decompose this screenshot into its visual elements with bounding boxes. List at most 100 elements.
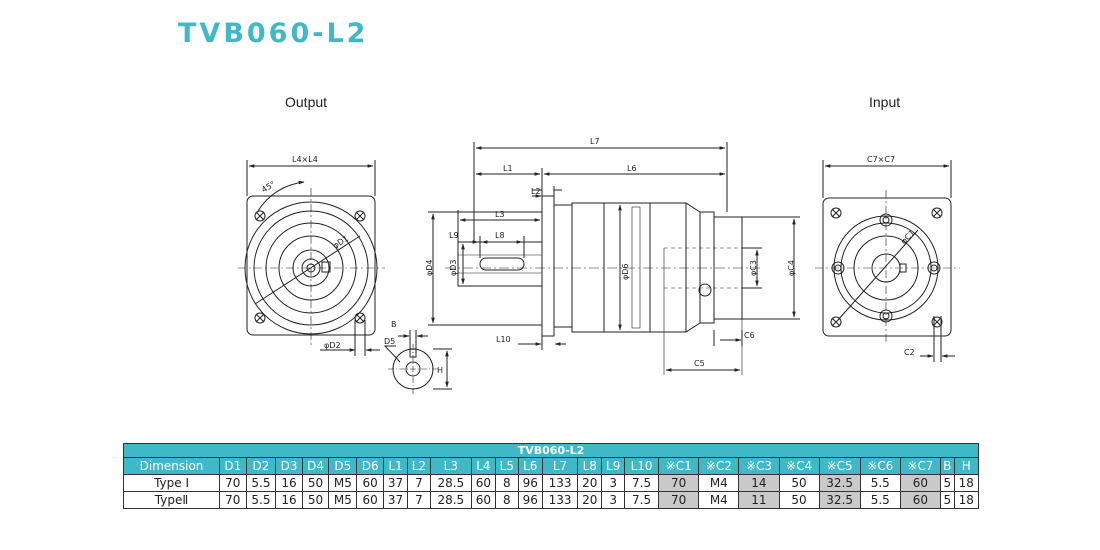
product-title: TVB060-L2	[178, 18, 369, 49]
dim-h: H	[437, 366, 443, 375]
spec-header-cell: ※C5	[818, 457, 861, 475]
spec-cell: 16	[275, 474, 303, 492]
spec-cell: M4	[698, 491, 740, 509]
spec-cell: 133	[541, 474, 579, 492]
spec-cell: 70	[219, 474, 247, 492]
spec-cell: M4	[698, 474, 740, 492]
spec-table-title: TVB060-L2	[123, 443, 979, 458]
spec-cell: 70	[658, 474, 700, 492]
spec-cell: 37	[382, 474, 409, 492]
spec-cell: 32.5	[818, 491, 861, 509]
dim-d1: φD1	[331, 234, 350, 251]
spec-cell: 5.5	[859, 491, 901, 509]
side-view	[428, 142, 800, 375]
spec-cell: M5	[328, 474, 358, 492]
spec-header-cell: ※C2	[698, 457, 740, 475]
spec-cell: 8	[494, 474, 519, 492]
spec-header-cell: L5	[494, 457, 519, 475]
dim-b: B	[391, 320, 397, 329]
spec-cell: 50	[301, 491, 330, 509]
dim-d5: D5	[384, 337, 395, 346]
spec-header-cell: ※C3	[738, 457, 780, 475]
technical-drawing: L4×L4 45° φD1 φD2 B D5 H L7 L1 L6 L2 L3 …	[238, 137, 960, 395]
spec-header-cell: D1	[219, 457, 247, 475]
spec-cell: 20	[577, 474, 603, 492]
spec-cell: 14	[738, 474, 780, 492]
spec-header-cell: L10	[624, 457, 660, 475]
spec-header-cell: L4	[470, 457, 496, 475]
spec-cell: 50	[778, 474, 820, 492]
spec-cell: M5	[328, 491, 358, 509]
spec-header-cell: L6	[517, 457, 543, 475]
dim-d3: φD3	[449, 259, 458, 276]
input-flange	[822, 197, 952, 337]
spec-cell: 5	[939, 491, 955, 509]
spec-cell: 28.5	[429, 474, 472, 492]
dim-l4xl4: L4×L4	[292, 155, 318, 164]
spec-cell: 37	[382, 491, 409, 509]
dim-c6: C6	[744, 331, 755, 340]
dim-l3: L3	[495, 210, 505, 219]
spec-header-cell: D2	[245, 457, 277, 475]
dim-l1: L1	[503, 164, 513, 173]
spec-cell: 60	[470, 491, 496, 509]
input-corner-holes	[830, 207, 943, 328]
spec-header-cell: L7	[541, 457, 579, 475]
spec-cell: 96	[517, 474, 543, 492]
spec-cell: 18	[953, 474, 980, 492]
spec-header-cell: B	[939, 457, 955, 475]
spec-cell: 50	[778, 491, 820, 509]
spec-cell: 16	[275, 491, 303, 509]
dim-l8: L8	[495, 231, 505, 240]
spec-header-cell: Dimension	[122, 457, 221, 475]
spec-cell: 5.5	[245, 474, 277, 492]
spec-cell: 18	[953, 491, 980, 509]
dim-l6: L6	[627, 164, 637, 173]
spec-cell: 5	[939, 474, 955, 492]
spec-cell: 70	[658, 491, 700, 509]
dim-d6: φD6	[621, 263, 630, 280]
spec-cell: 133	[541, 491, 579, 509]
dim-c7xc7: C7×C7	[867, 155, 895, 164]
spec-header-cell: L8	[577, 457, 603, 475]
spec-header-cell: D3	[275, 457, 303, 475]
input-view-label: Input	[869, 94, 901, 110]
spec-header-cell: D4	[301, 457, 330, 475]
dimension-labels: L4×L4 45° φD1 φD2 B D5 H L7 L1 L6 L2 L3 …	[260, 137, 917, 375]
spec-header-cell: ※C6	[859, 457, 901, 475]
dim-c4: φC4	[787, 260, 796, 276]
spec-cell: 3	[601, 474, 626, 492]
spec-cell: Type Ⅰ	[122, 474, 221, 492]
spec-cell: 70	[219, 491, 247, 509]
dim-l9: L9	[449, 231, 459, 240]
spec-cell: 96	[517, 491, 543, 509]
dim-d4: φD4	[425, 259, 434, 276]
spec-cell: 8	[494, 491, 519, 509]
dim-l2: L2	[531, 187, 541, 196]
dim-c1: φC1	[899, 228, 917, 246]
spec-cell: 5.5	[245, 491, 277, 509]
dim-c2: C2	[904, 348, 915, 357]
dim-d2: φD2	[324, 341, 341, 350]
spec-header-cell: L9	[601, 457, 626, 475]
spec-header-cell: L2	[407, 457, 431, 475]
spec-cell: 60	[356, 474, 384, 492]
spec-cell: 7.5	[624, 474, 660, 492]
spec-cell: 11	[738, 491, 780, 509]
spec-header-cell: ※C7	[899, 457, 941, 475]
spec-cell: 3	[601, 491, 626, 509]
dim-45deg: 45°	[260, 180, 277, 195]
spec-cell: 5.5	[859, 474, 901, 492]
dim-l7: L7	[590, 137, 600, 146]
spec-header-cell: ※C4	[778, 457, 820, 475]
spec-header-cell: ※C1	[658, 457, 700, 475]
output-mounting-holes	[254, 210, 366, 324]
input-view	[815, 160, 960, 362]
spec-header-cell: D6	[356, 457, 384, 475]
spec-header-cell: L1	[382, 457, 409, 475]
spec-header-cell: H	[953, 457, 980, 475]
spec-cell: 60	[470, 474, 496, 492]
